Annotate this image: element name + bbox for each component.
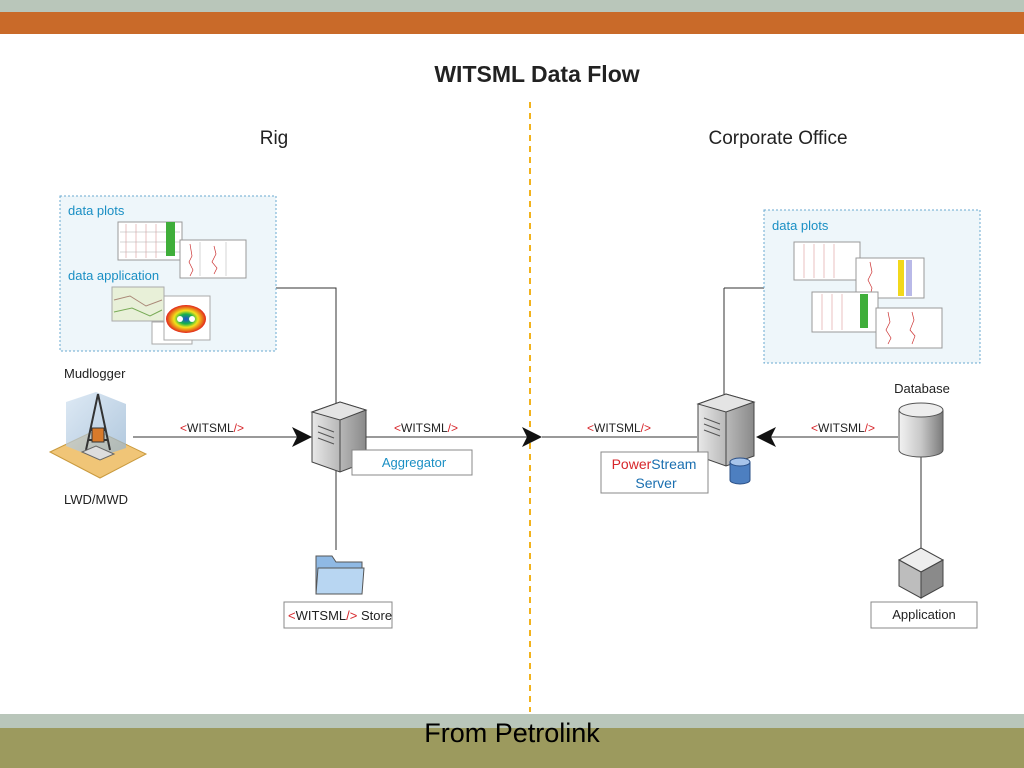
cube-icon: [897, 547, 945, 599]
aggregator-label: Aggregator: [382, 455, 447, 470]
top-stripe: [0, 0, 1024, 12]
witsml-store-label: <WITSML/> Store: [288, 608, 392, 623]
rig-icon: [48, 392, 148, 479]
data-plot-thumbnail: [117, 221, 247, 279]
section-rig: Rig: [260, 128, 289, 149]
flow-arrows: [133, 427, 898, 447]
top-accent-bar: [0, 12, 1024, 34]
database-icon: [898, 402, 944, 458]
data-application-label: data application: [68, 268, 159, 283]
application-box: [870, 601, 978, 629]
server-icon: [696, 393, 756, 467]
database-icon: [729, 457, 751, 485]
lwd-mwd-label: LWD/MWD: [64, 492, 128, 507]
rig-data-plots-label: data plots: [68, 203, 125, 218]
bottom-stripe: [0, 714, 1024, 728]
witsml-tag-rig: <WITSML/>: [180, 421, 244, 435]
arrow-icon: [756, 427, 776, 447]
data-application-thumbnail: [111, 286, 211, 345]
connector-lines: [276, 287, 922, 550]
bottom-bar: [0, 728, 1024, 768]
witsml-tag-aggregator: <WITSML/>: [394, 421, 458, 435]
section-corporate-office: Corporate Office: [708, 128, 847, 149]
witsml-store-box: [283, 601, 393, 629]
office-data-plots-label: data plots: [772, 218, 829, 233]
server-label: Server: [635, 475, 677, 491]
database-label: Database: [894, 381, 950, 396]
folder-icon: [315, 555, 365, 595]
powerstream-label: PowerStream: [612, 456, 697, 472]
witsml-tag-database: <WITSML/>: [811, 421, 875, 435]
application-label: Application: [892, 607, 956, 622]
rig-data-panel: data plots data application: [59, 195, 277, 352]
data-plot-thumbnail: [793, 241, 943, 349]
aggregator-box: [351, 449, 473, 476]
witsml-tag-server: <WITSML/>: [587, 421, 651, 435]
arrow-icon: [292, 427, 312, 447]
powerstream-box: [600, 451, 709, 494]
diagram-title: WITSML Data Flow: [434, 61, 639, 87]
source-caption: From Petrolink: [424, 718, 600, 748]
arrow-icon: [522, 427, 542, 447]
office-data-panel: data plots: [763, 209, 981, 364]
mudlogger-label: Mudlogger: [64, 366, 126, 381]
diagram: WITSML Data Flow Rig Corporate Office <W…: [48, 61, 981, 712]
slide-area: [0, 34, 1024, 714]
